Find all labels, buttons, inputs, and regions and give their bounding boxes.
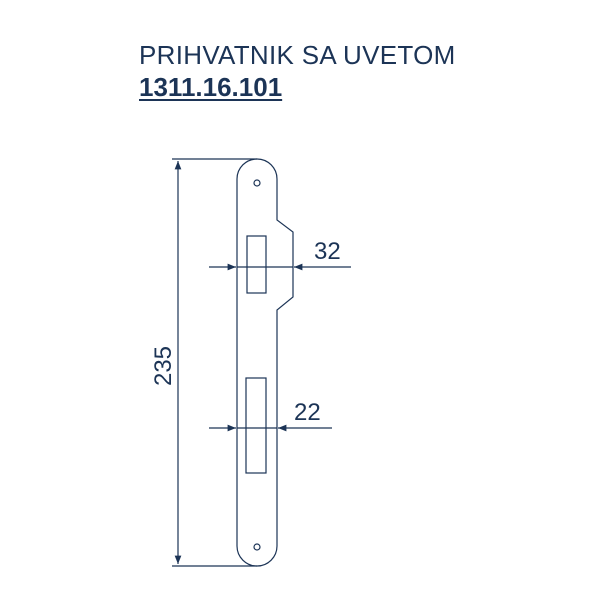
product-title: PRIHVATNIK SA UVETOM <box>139 40 456 70</box>
product-code: 1311.16.101 <box>139 72 283 102</box>
height-dimension-label: 235 <box>150 346 177 386</box>
latch-opening <box>246 235 267 294</box>
upper-width-label: 32 <box>314 238 341 265</box>
bottom-screw-hole <box>253 543 261 551</box>
lower-width-label: 22 <box>294 399 321 426</box>
bolt-opening <box>245 377 267 474</box>
top-screw-hole <box>253 179 261 187</box>
strike-plate-outline <box>236 158 294 567</box>
